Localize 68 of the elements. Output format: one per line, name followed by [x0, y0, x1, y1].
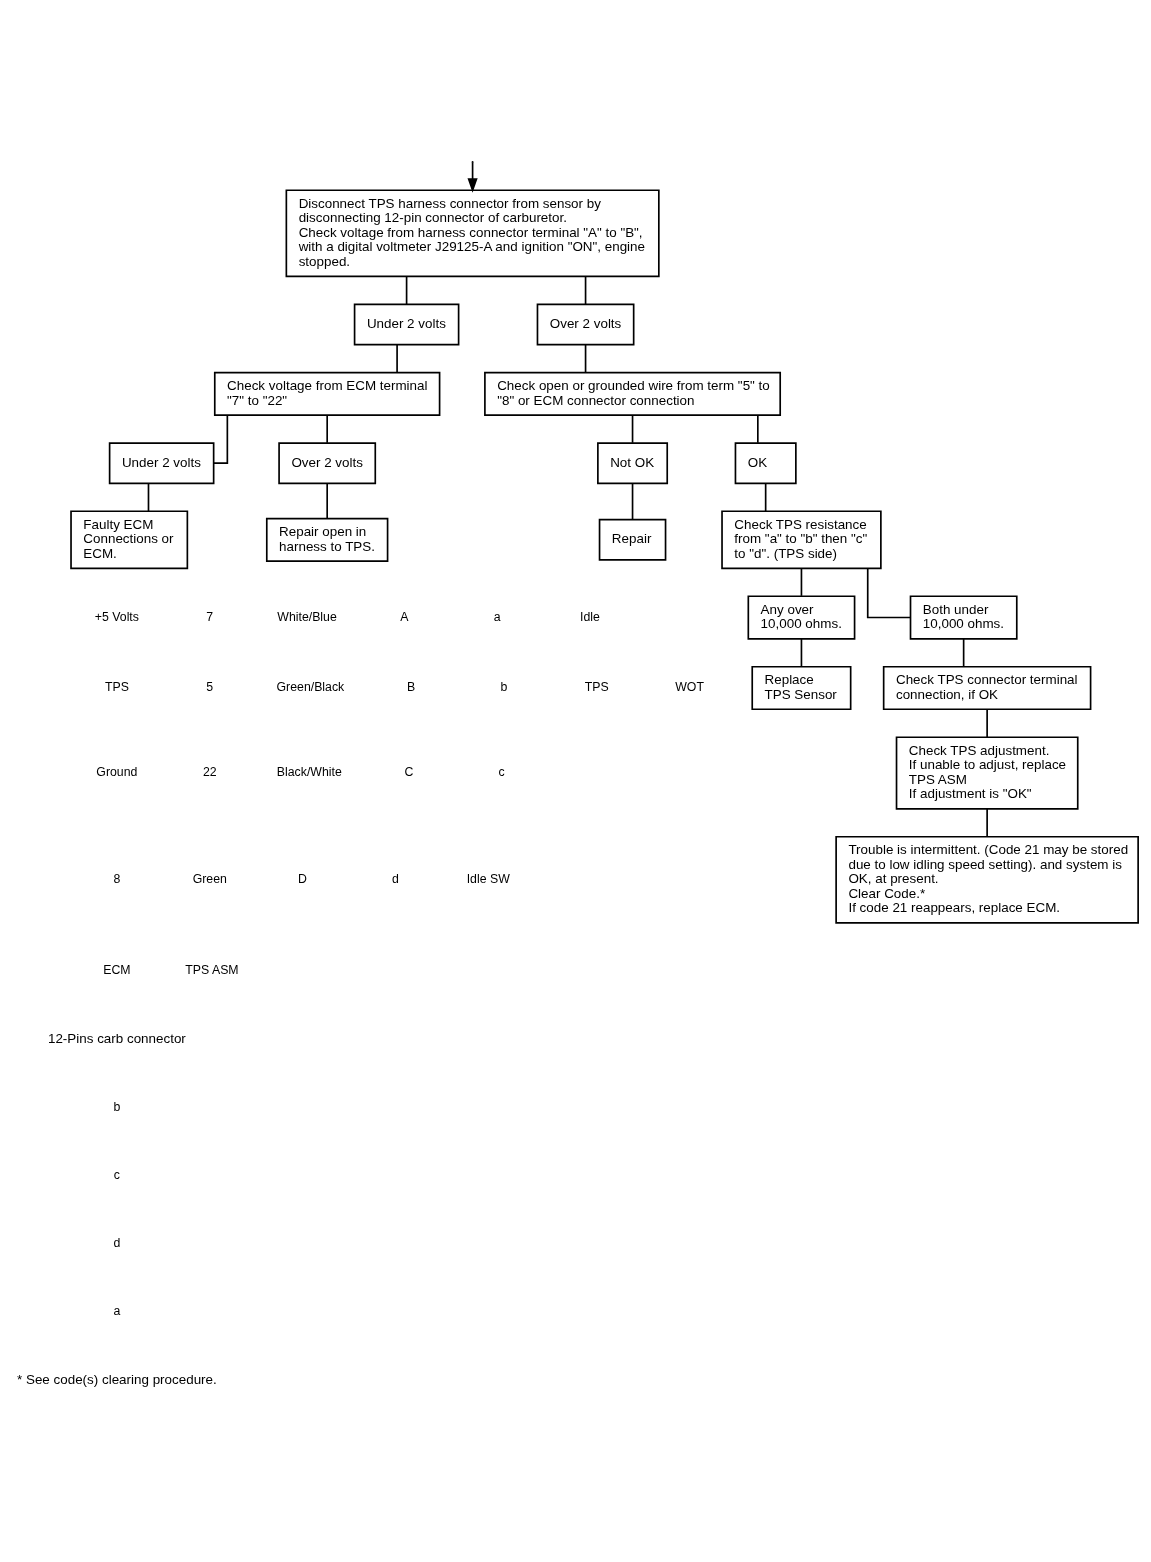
label: +5 Volts: [94, 609, 139, 624]
label: ECM: [103, 963, 131, 978]
connector: [986, 708, 988, 738]
label: TPS ASM: [185, 963, 239, 978]
node-box: Trouble is intermittent. (Code 21 may be stored due to low idling speed setting). and system is OK, at present. Clear Code.* If code 21 reappears, replace ECM.: [835, 835, 1139, 924]
label: WOT: [675, 680, 704, 695]
node-box: Repair open in harness to TPS.: [265, 517, 389, 562]
connector: [147, 482, 150, 512]
label: b: [113, 1099, 121, 1114]
label: d: [113, 1236, 121, 1251]
label: D: [298, 871, 308, 886]
label: b: [500, 680, 508, 695]
label: c: [498, 765, 505, 780]
node-box: Check TPS connector terminal connection, if OK: [882, 665, 1092, 711]
connector: [866, 567, 911, 619]
label: a: [493, 609, 501, 624]
node-box: Check TPS resistance from "a" to "b" then "c" to "d". (TPS side): [721, 510, 882, 570]
label: 12-Pins carb connector: [47, 1030, 186, 1046]
connector: [962, 638, 965, 668]
node-box: Check open or grounded wire from term "5" to "8" or ECM connector connection: [484, 371, 782, 416]
label: 5: [206, 680, 214, 695]
node-box: Check TPS adjustment. If unable to adjust, replace TPS ASM If adjustment is "OK": [895, 736, 1079, 810]
node-box: OK: [734, 442, 797, 485]
connector: [326, 482, 328, 519]
node-box: Replace TPS Sensor: [751, 665, 852, 711]
node-box: Over 2 volts: [278, 442, 377, 485]
node-box: Under 2 volts: [108, 442, 215, 485]
node-box: Faulty ECM Connections or ECM.: [70, 510, 189, 570]
node-box: Disconnect TPS harness connector from sensor by disconnecting 12-pin connector of carburetor. Check voltage from harness connector terminal "A" to "B", with a digital voltmeter J29125-A and ignition "ON", engine stopped.: [285, 189, 660, 278]
label: c: [113, 1167, 120, 1182]
node-box: Both under 10,000 ohms.: [909, 595, 1018, 640]
label: a: [113, 1304, 121, 1319]
label: Idle SW: [466, 871, 510, 886]
connector: [584, 344, 587, 374]
connector: [986, 808, 988, 838]
node-box: Not OK: [597, 442, 669, 485]
label: TPS: [104, 680, 129, 695]
label: TPS: [584, 680, 609, 695]
label: B: [406, 680, 416, 695]
label: Green: [192, 871, 227, 886]
connector: [631, 482, 634, 521]
node-box: Over 2 volts: [536, 303, 635, 346]
label: d: [391, 871, 399, 886]
label: 22: [202, 765, 217, 780]
label: Green/Black: [276, 680, 345, 695]
node-box: Any over 10,000 ohms.: [747, 595, 856, 640]
label: Idle: [580, 609, 600, 624]
label: * See code(s) clearing procedure.: [17, 1371, 217, 1387]
node-box: Under 2 volts: [353, 303, 460, 346]
label: 8: [113, 871, 121, 886]
connector: [326, 414, 328, 444]
connector: [800, 638, 803, 668]
connector: [757, 414, 759, 444]
connector: [631, 414, 634, 444]
connector: [405, 275, 408, 305]
label: Black/White: [276, 765, 342, 780]
connector: [584, 275, 587, 305]
label: Ground: [96, 765, 138, 780]
connector: [800, 567, 803, 597]
connector: [764, 482, 767, 512]
connector: [396, 344, 398, 374]
label: 7: [206, 609, 214, 624]
connector: [212, 414, 229, 464]
node-box: Repair: [598, 518, 667, 561]
label: White/Blue: [277, 609, 337, 624]
label: A: [400, 609, 409, 624]
node-box: Check voltage from ECM terminal "7" to "22": [213, 371, 441, 416]
label: C: [404, 765, 414, 780]
